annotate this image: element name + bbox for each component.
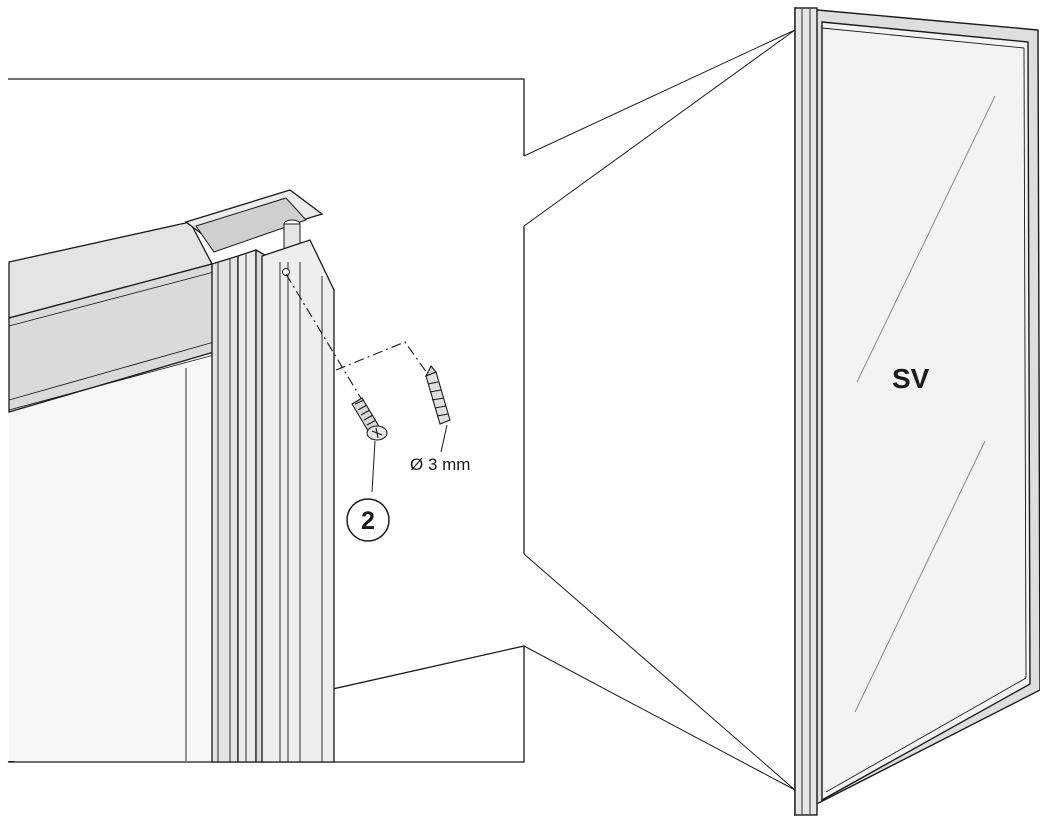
panel-glass bbox=[821, 21, 1031, 802]
panel-label: SV bbox=[892, 363, 930, 394]
panel-sv: SV bbox=[794, 7, 1040, 817]
detail-view: Ø 3 mm 2 bbox=[7, 78, 525, 763]
callout-lines bbox=[523, 29, 796, 791]
drill-hole bbox=[282, 268, 290, 276]
panel-edge-profile bbox=[794, 7, 818, 816]
drill-bit-icon bbox=[424, 365, 451, 425]
drill-size-label: Ø 3 mm bbox=[410, 455, 470, 474]
guide-lines bbox=[285, 273, 433, 401]
part-number-badge: 2 bbox=[346, 498, 390, 542]
screw-icon bbox=[351, 397, 388, 441]
vertical-profile bbox=[211, 239, 335, 763]
part-number-label: 2 bbox=[361, 507, 375, 535]
